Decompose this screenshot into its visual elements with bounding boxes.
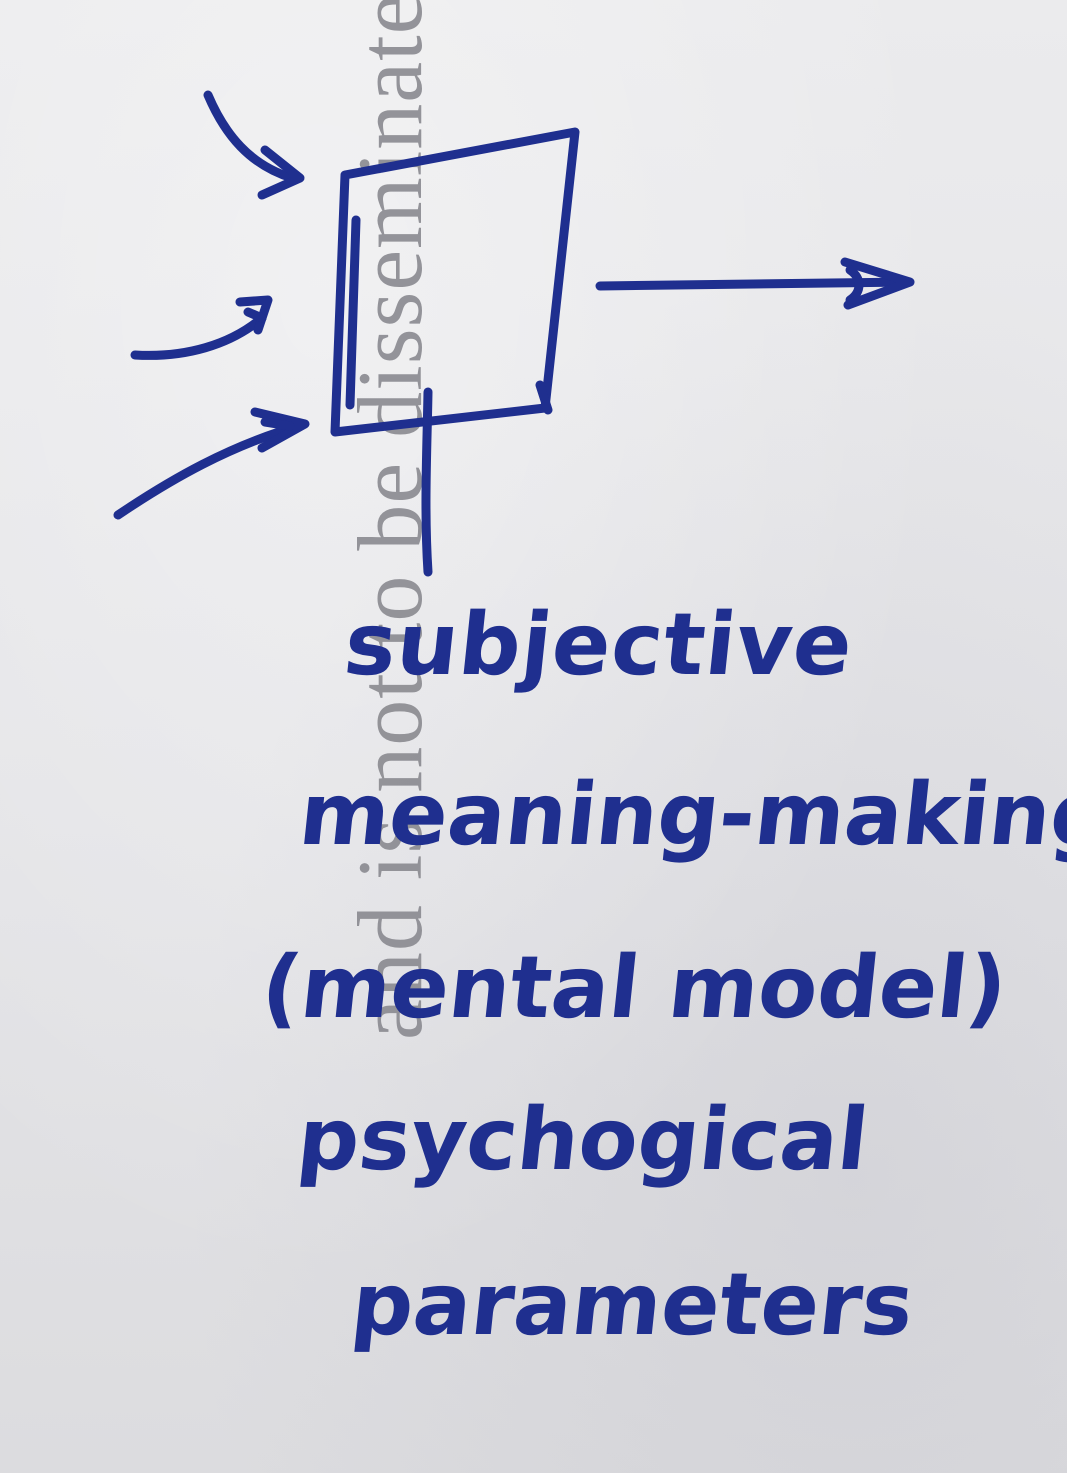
output-arrow: [595, 257, 915, 310]
vertical-input-line: [421, 387, 433, 577]
label-parameters: parameters: [346, 1255, 919, 1355]
input-arrow-top: [203, 90, 305, 200]
input-arrow-bottom: [113, 407, 310, 520]
box-left-inner-stroke: [345, 215, 361, 410]
label-mental-model: (mental model): [256, 938, 1012, 1038]
box-corner-tick: [535, 380, 553, 415]
label-meaning-making: meaning-making.: [294, 765, 1067, 865]
label-subjective: subjective: [339, 595, 858, 695]
input-arrow-middle: [130, 295, 273, 360]
label-psychogical: psychogical: [292, 1090, 873, 1190]
